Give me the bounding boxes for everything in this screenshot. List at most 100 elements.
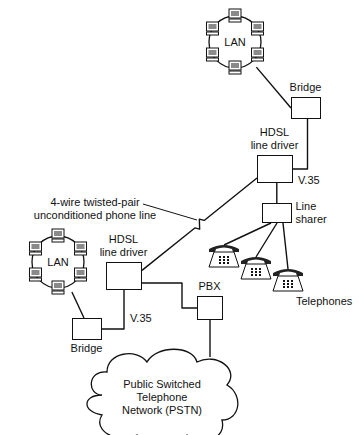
computer-screen <box>208 24 216 29</box>
phone-key <box>227 256 229 258</box>
node-text: LAN <box>224 36 245 49</box>
telephone-icon <box>273 269 303 291</box>
phone-link <box>142 283 197 308</box>
phone-key <box>287 283 289 285</box>
computer-icon <box>252 48 264 61</box>
phone-key <box>283 283 285 285</box>
phone-key <box>283 286 285 288</box>
phone-key <box>223 262 225 264</box>
phone-handset <box>273 269 303 276</box>
computer-monitor <box>75 268 87 277</box>
phone-body <box>241 264 271 279</box>
lan-ring: LAN <box>195 2 275 82</box>
phone-key <box>223 256 225 258</box>
node-label: Bridge <box>290 81 322 94</box>
phone-key <box>283 280 285 282</box>
phone-key <box>291 286 293 288</box>
phone-key <box>219 256 221 258</box>
computer-icon <box>229 61 241 74</box>
phone-link <box>276 183 278 203</box>
computer-screen <box>77 244 85 249</box>
computer-icon <box>52 281 64 294</box>
computer-icon <box>206 22 218 35</box>
phone-handset <box>209 245 239 252</box>
computer-monitor <box>52 229 64 238</box>
node-label: Line sharer <box>296 200 336 226</box>
phone-key <box>287 286 289 288</box>
phone-key <box>251 271 253 273</box>
twisted-pair-line <box>142 178 257 270</box>
computer-icon <box>29 242 41 255</box>
phone-key <box>219 259 221 261</box>
computer-monitor <box>206 22 218 31</box>
computer-screen <box>231 11 239 16</box>
phone-key <box>259 274 261 276</box>
cloud-outline <box>87 349 238 435</box>
computer-monitor <box>229 9 241 18</box>
telephone-group: Telephones <box>200 232 310 304</box>
computer-monitor <box>229 61 241 70</box>
line-driver-box: HDSL line driver <box>106 262 142 290</box>
computer-screen <box>54 231 62 236</box>
computer-icon <box>75 242 87 255</box>
phone-key <box>223 259 225 261</box>
computer-icon <box>206 48 218 61</box>
phone-key <box>255 271 257 273</box>
computer-base <box>29 278 41 281</box>
phone-body <box>273 276 303 291</box>
computer-monitor <box>75 242 87 251</box>
computer-base <box>75 252 87 255</box>
computer-screen <box>254 24 262 29</box>
v35-link <box>102 290 124 329</box>
node-label: Bridge <box>71 342 103 355</box>
phone-handset <box>241 257 271 264</box>
lan-link <box>72 292 84 318</box>
computer-base <box>252 58 264 61</box>
computer-screen <box>208 50 216 55</box>
computer-icon <box>75 268 87 281</box>
computer-base <box>206 32 218 35</box>
phone-key <box>227 259 229 261</box>
lan-link <box>256 67 291 108</box>
phone-key <box>251 274 253 276</box>
phone-key <box>259 268 261 270</box>
computer-monitor <box>252 22 264 31</box>
computer-icon <box>29 268 41 281</box>
interface-label: V.35 <box>297 174 321 187</box>
bridge-box: Bridge <box>291 97 321 119</box>
telephone-icon <box>209 245 239 267</box>
line-sharer-box: Line sharer <box>262 203 292 223</box>
computer-base <box>29 252 41 255</box>
computer-monitor <box>29 242 41 251</box>
phone-key <box>291 283 293 285</box>
computer-base <box>229 71 241 74</box>
node-label: HDSL line driver <box>99 233 148 259</box>
phone-link <box>209 320 210 357</box>
computer-base <box>52 291 64 294</box>
lan-ring: LAN <box>18 222 98 302</box>
computer-base <box>252 32 264 35</box>
interface-label: V.35 <box>129 312 153 325</box>
computer-base <box>75 278 87 281</box>
computer-screen <box>54 283 62 288</box>
node-text: Public Switched Telephone Network (PSTN) <box>120 378 204 417</box>
phone-key <box>255 274 257 276</box>
node-label: HDSL line driver <box>250 126 299 152</box>
phone-key <box>291 280 293 282</box>
telephone-group-outline <box>200 232 310 304</box>
computer-icon <box>229 9 241 22</box>
line-callout: 4-wire twisted-pair unconditioned phone … <box>30 196 160 222</box>
telephone-icon <box>241 257 271 279</box>
computer-monitor <box>252 48 264 57</box>
computer-screen <box>254 50 262 55</box>
phone-key <box>219 262 221 264</box>
computer-icon <box>252 22 264 35</box>
phone-key <box>259 271 261 273</box>
computer-screen <box>77 270 85 275</box>
computer-icon <box>52 229 64 242</box>
node-text: LAN <box>47 256 68 269</box>
computer-base <box>52 239 64 242</box>
phone-key <box>251 268 253 270</box>
computer-monitor <box>29 268 41 277</box>
node-label: PBX <box>198 280 220 293</box>
